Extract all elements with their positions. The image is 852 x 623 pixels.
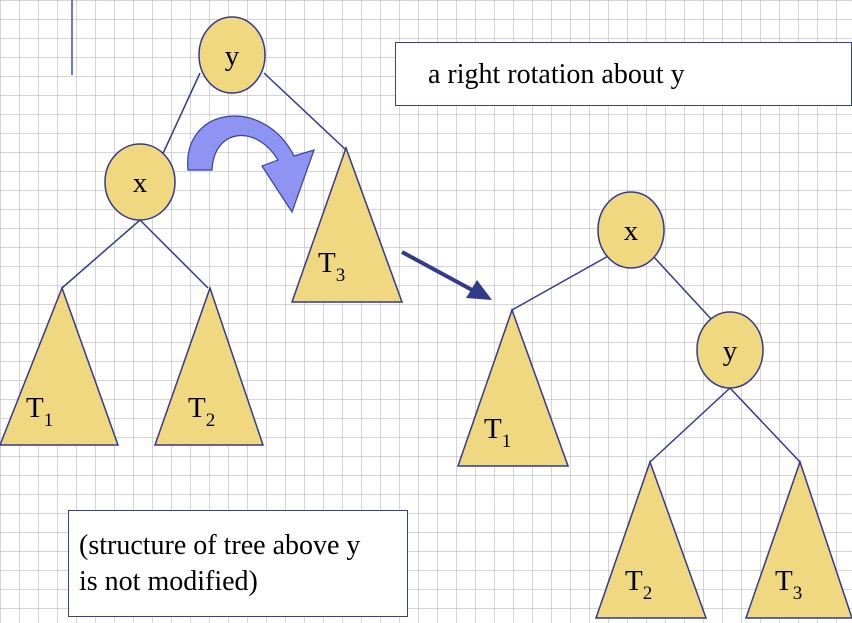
after-node-x: x bbox=[597, 191, 665, 269]
structure-caption-box: (structure of tree above y is not modifi… bbox=[68, 510, 408, 617]
rotation-arrow-icon bbox=[187, 115, 315, 214]
label-sub: 1 bbox=[44, 410, 54, 431]
label-base: T bbox=[318, 247, 336, 279]
edge-y-t2 bbox=[649, 387, 731, 463]
arrow-head bbox=[466, 280, 492, 300]
label-sub: 1 bbox=[502, 431, 512, 452]
label-base: T bbox=[26, 392, 44, 424]
rotation-caption: a right rotation about y bbox=[428, 59, 685, 90]
label-base: T bbox=[625, 565, 643, 597]
before-label-t2: T2 bbox=[188, 392, 215, 431]
label-base: T bbox=[775, 565, 793, 597]
after-label-t3: T3 bbox=[775, 565, 802, 604]
node-label-x: x bbox=[133, 167, 148, 199]
arrow-shaft bbox=[401, 250, 475, 293]
after-subtree-t3 bbox=[744, 459, 852, 619]
node-circle bbox=[597, 191, 665, 269]
rotation-caption-box: a right rotation about y bbox=[395, 42, 852, 106]
label-sub: 2 bbox=[643, 583, 653, 604]
label-sub: 3 bbox=[793, 583, 803, 604]
after-node-y: y bbox=[696, 311, 764, 389]
edge-x-y bbox=[651, 254, 713, 321]
node-label-x: x bbox=[624, 215, 639, 247]
after-subtree-t1 bbox=[456, 307, 570, 467]
before-subtree-t1 bbox=[0, 285, 120, 446]
edge-x-t1 bbox=[61, 219, 141, 289]
after-edges bbox=[511, 254, 801, 463]
edge-x-t2 bbox=[139, 219, 209, 289]
label-base: T bbox=[484, 413, 502, 445]
before-label-t3: T3 bbox=[318, 247, 345, 286]
node-circle bbox=[198, 16, 266, 94]
structure-caption-line1: (structure of tree above y bbox=[79, 530, 361, 561]
node-label-y: y bbox=[723, 335, 738, 367]
label-sub: 3 bbox=[336, 265, 346, 286]
node-circle bbox=[696, 311, 764, 389]
after-label-t1: T1 bbox=[484, 413, 511, 452]
before-node-y: y bbox=[198, 16, 266, 94]
before-node-x: x bbox=[104, 143, 176, 221]
edge-y-x bbox=[159, 72, 201, 161]
node-label-y: y bbox=[225, 40, 240, 72]
after-label-t2: T2 bbox=[625, 565, 652, 604]
transform-arrow-icon bbox=[401, 250, 492, 300]
label-base: T bbox=[188, 392, 206, 424]
before-subtree-t2 bbox=[153, 285, 265, 446]
before-label-t1: T1 bbox=[26, 392, 53, 431]
edge-y-t3 bbox=[263, 72, 347, 151]
edge-x-t1 bbox=[511, 254, 611, 311]
node-circle bbox=[104, 143, 176, 221]
before-subtree-t3 bbox=[290, 145, 404, 303]
after-subtree-t2 bbox=[594, 459, 708, 619]
structure-caption-line2: is not modified) bbox=[79, 566, 258, 597]
before-subtrees bbox=[0, 145, 404, 446]
label-sub: 2 bbox=[206, 410, 216, 431]
before-edges bbox=[61, 72, 347, 289]
edge-y-t3 bbox=[729, 387, 801, 463]
after-subtrees bbox=[456, 307, 852, 619]
